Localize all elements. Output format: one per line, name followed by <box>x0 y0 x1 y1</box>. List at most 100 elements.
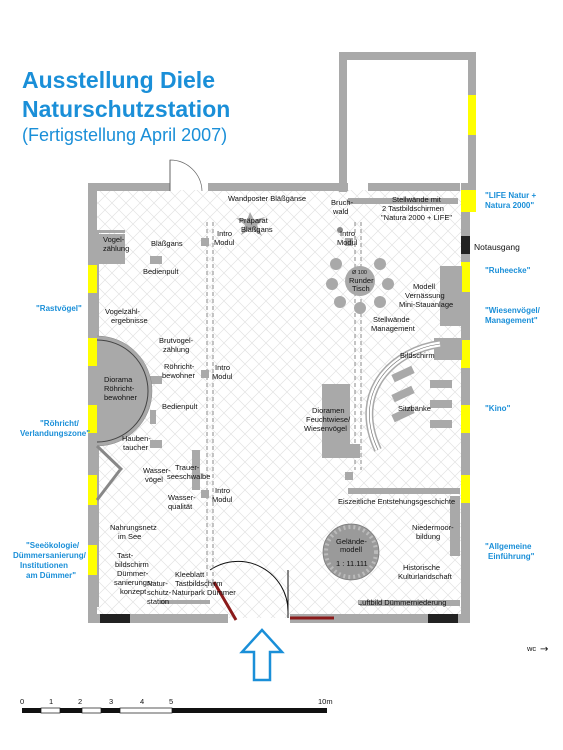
label-gelaende-1: Gelände- <box>336 537 367 546</box>
label-nahrungsnetz-2: im See <box>118 532 141 541</box>
label-luftbild: Luftbild Dümmerniederung <box>358 598 446 607</box>
scale-bar <box>22 707 327 714</box>
bruchwald-tree-icon <box>337 227 343 233</box>
scale-tick-1: 1 <box>49 697 53 706</box>
scale-tick-5: 5 <box>169 697 173 706</box>
label-eiszeitliche: Eiszeitliche Entstehungsgeschichte <box>338 497 455 506</box>
label-haubentaucher-2: taucher <box>123 443 149 452</box>
label-niedermoor-1: Niedermoor- <box>412 523 454 532</box>
label-runder-tisch-dia: Ø 100 <box>352 270 367 276</box>
zone-seeoeko-2: Dümmersanierung/ <box>13 551 87 560</box>
label-intro-1a: Intro <box>217 229 232 238</box>
label-diorama-1: Diorama <box>104 375 133 384</box>
label-historische-1: Historische <box>403 563 440 572</box>
title-block: Ausstellung Diele Naturschutzstation (Fe… <box>22 66 230 146</box>
label-modell-2: Vernässung <box>405 291 445 300</box>
scale-tick-0: 0 <box>20 697 24 706</box>
label-vogelzaehlung-1: Vogel- <box>103 235 125 244</box>
zone-seeoeko-3: Institutionen <box>20 561 68 570</box>
cinema-benches <box>391 365 452 428</box>
diorama-reed-dome <box>96 335 153 447</box>
label-stellwaende-mgmt-1: Stellwände <box>373 315 410 324</box>
round-table-chairs <box>326 258 394 314</box>
label-natsch-1: Natur- <box>147 579 168 588</box>
zone-life-2: Natura 2000" <box>485 201 534 210</box>
scale-tick-2: 2 <box>78 697 82 706</box>
label-wasservoegel-1: Wasser- <box>143 466 171 475</box>
label-diorama-3: bewohner <box>104 393 137 402</box>
terrain-model <box>322 523 380 581</box>
diorama-reed-wedge-2 <box>95 469 122 501</box>
label-dioramen-1: Dioramen <box>312 406 345 415</box>
top-door-swing <box>169 159 203 192</box>
cinema-screen-line <box>369 343 441 451</box>
label-runder-tisch-2: Tisch <box>352 284 370 293</box>
label-trauer-2: seeschwalbe <box>167 472 210 481</box>
label-diorama-2: Röhricht- <box>104 384 135 393</box>
label-intro-3a: Intro <box>215 363 230 372</box>
label-sitzbaenke: Sitzbänke <box>398 404 431 413</box>
label-brutvogel-1: Brutvogel- <box>159 336 194 345</box>
label-niedermoor-2: bildung <box>416 532 440 541</box>
emergency-exit-door <box>461 236 470 254</box>
label-vogelzaehl-1: Vogelzähl- <box>105 307 141 316</box>
label-tast-3: Dümmer- <box>117 569 149 578</box>
label-blaessgans: Bläßgans <box>151 239 183 248</box>
title-line-1: Ausstellung Diele <box>22 67 215 93</box>
dark-bar-right <box>428 614 458 623</box>
label-bruchwald-2: wald <box>332 207 348 216</box>
title-line-2: Naturschutzstation <box>22 96 231 122</box>
label-tast-5: konzept <box>120 587 147 596</box>
subtitle: (Fertigstellung April 2007) <box>22 125 228 145</box>
label-dioramen-3: Wiesenvögel <box>304 424 347 433</box>
label-intro-2b: Modul <box>337 238 358 247</box>
zone-roehricht-2: Verlandungszone" <box>20 429 90 438</box>
zone-allgemeine-2: Einführung" <box>488 552 535 561</box>
label-bedienpult-1: Bedienpult <box>143 267 179 276</box>
wc-label: wc <box>526 644 536 653</box>
label-tast-2: bildschirm <box>115 560 149 569</box>
dark-bar-left <box>100 614 130 623</box>
round-table <box>345 266 375 296</box>
label-modell-1: Modell <box>413 282 435 291</box>
entrance-door-swing <box>209 560 289 613</box>
zone-rastvoegel: "Rastvögel" <box>36 304 82 313</box>
scale-tick-4: 4 <box>140 697 144 706</box>
label-modell-3: Mini-Stauanlage <box>399 300 453 309</box>
label-gelaende-scale: 1 : 11.111 <box>336 559 368 568</box>
exhibit-blocks <box>99 198 462 606</box>
label-kleeblatt-1: Kleeblatt <box>175 570 205 579</box>
scale-bar-labels: 0 1 2 3 4 5 10m <box>20 697 333 706</box>
label-wasserqual-1: Wasser- <box>168 493 196 502</box>
label-stellwaende-natura-2: 2 Tastbildschirmen <box>382 204 444 213</box>
label-trauer-1: Trauer- <box>175 463 200 472</box>
label-vogelzaehl-2: ergebnisse <box>111 316 148 325</box>
label-wasservoegel-2: vögel <box>145 475 163 484</box>
label-bildschirm: Bildschirm <box>400 351 435 360</box>
wc-arrow-icon: → <box>540 644 548 655</box>
terrain-model-texture <box>324 525 378 579</box>
label-kleeblatt-2: Tastbildschirm <box>175 579 223 588</box>
label-natsch-3: station <box>147 597 169 606</box>
label-stellwaende-mgmt-2: Management <box>371 324 416 333</box>
label-stellwaende-natura-3: "Natura 2000 + LIFE" <box>381 213 452 222</box>
label-notausgang: Notausgang <box>474 242 520 252</box>
zone-ruheecke: "Ruheecke" <box>485 266 531 275</box>
zone-wiesenvoegel-1: "Wiesenvögel/ <box>485 306 541 315</box>
zone-seeoeko-1: "Seeökologie/ <box>26 541 80 550</box>
zone-life-1: "LIFE Natur + <box>485 191 536 200</box>
label-tast-1: Tast- <box>117 551 134 560</box>
label-roehrichtbew-2: bewohner <box>162 371 195 380</box>
intro-dashed-lines <box>206 222 362 588</box>
entrance-door-leaf <box>212 581 238 621</box>
zone-kino: "Kino" <box>485 404 511 413</box>
zone-roehricht-1: "Röhricht/ <box>40 419 80 428</box>
label-intro-4b: Modul <box>212 495 233 504</box>
zone-wiesenvoegel-2: Management" <box>485 316 538 325</box>
diorama-reed-wedge-1 <box>95 444 124 472</box>
diorama-reed-ring <box>96 339 149 443</box>
label-intro-2a: Intro <box>340 229 355 238</box>
label-bruchwald-1: Bruch- <box>331 198 354 207</box>
label-bedienpult-2: Bedienpult <box>162 402 198 411</box>
